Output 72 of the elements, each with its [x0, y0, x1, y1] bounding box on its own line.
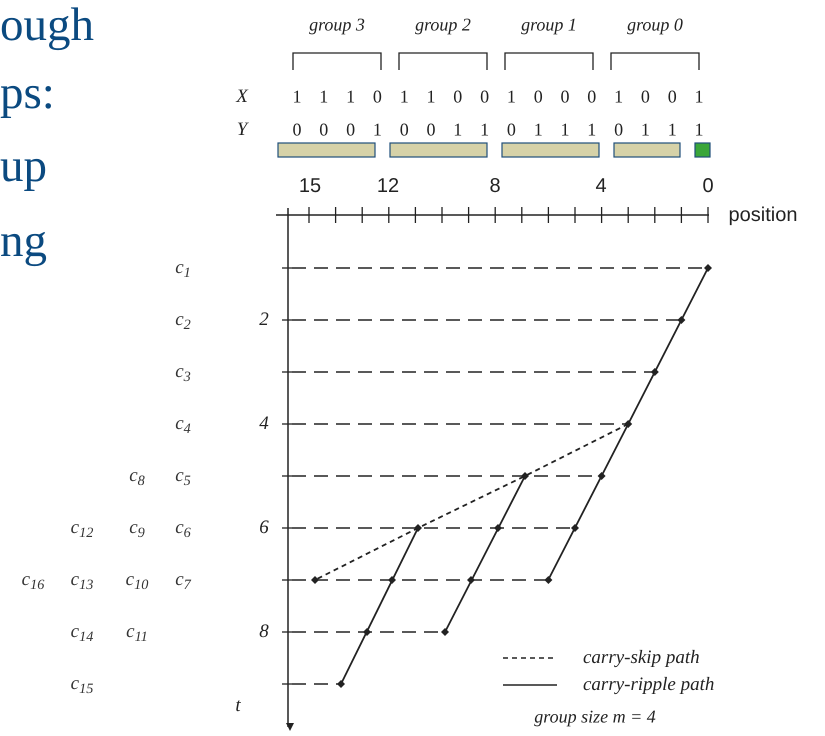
bit-digit: 1: [319, 86, 328, 108]
bit-digit: 0: [534, 86, 543, 108]
time-tick-label: 2: [259, 308, 269, 332]
carry-label: c$_{16}$: [22, 568, 44, 594]
group-label: group 2: [415, 14, 471, 36]
carry-label: c$_{13}$: [70, 568, 94, 594]
carry-label: c$_{4}$: [175, 412, 191, 438]
bit-digit: 1: [453, 118, 462, 142]
time-tick-label: 4: [259, 412, 269, 436]
bit-digit: 1: [346, 86, 356, 108]
bit-digit: 1: [400, 86, 409, 108]
bit-digit: 1: [694, 86, 704, 108]
bit-digit: 1: [560, 118, 570, 142]
carry-label: c$_{5}$: [175, 464, 191, 490]
carry-label: c$_{14}$: [70, 620, 94, 646]
legend-text: carry-skip path: [583, 646, 700, 670]
bit-digit: 0: [453, 86, 462, 108]
position-tick-label: 4: [595, 174, 607, 199]
bit-digit: 1: [614, 86, 624, 108]
group-label: group 3: [309, 14, 365, 36]
bit-digit: 0: [292, 118, 302, 142]
bit-digit: 1: [426, 86, 436, 108]
bit-digit: 0: [614, 118, 624, 142]
carry-label: c$_{7}$: [175, 568, 191, 594]
operand-label: X: [236, 84, 248, 109]
legend-note: group size m = 4: [534, 706, 656, 728]
slide-text-fragment: ough: [0, 2, 94, 49]
bit-digit: 1: [694, 118, 704, 142]
bit-digit: 1: [480, 118, 490, 142]
group-label: group 0: [627, 14, 683, 36]
position-tick-label: 12: [376, 174, 400, 199]
bit-digit: 0: [319, 118, 328, 142]
bit-digit: 0: [372, 86, 382, 108]
group-label: group 1: [521, 14, 577, 36]
position-tick-label: 0: [702, 174, 714, 199]
bit-digit: 0: [346, 118, 356, 142]
carry-label: c$_{15}$: [70, 672, 94, 698]
bit-digit: 1: [587, 118, 596, 142]
bit-digit: 0: [400, 118, 409, 142]
carry-label: c$_{12}$: [70, 516, 94, 542]
slide-text-fragment: ps:: [0, 70, 55, 117]
bit-digit: 0: [506, 118, 516, 142]
bit-digit: 0: [668, 86, 677, 108]
bit-digit: 0: [640, 86, 650, 108]
bit-digit: 0: [480, 86, 490, 108]
slide-text-fragment: up: [0, 143, 47, 190]
position-tick-label: 15: [298, 174, 322, 199]
bit-digit: 1: [640, 118, 650, 142]
carry-label: c$_{6}$: [175, 516, 191, 542]
carry-label: c$_{11}$: [126, 620, 148, 646]
bit-digit: 1: [292, 86, 302, 108]
carry-label: c$_{3}$: [175, 360, 191, 386]
bit-digit: 0: [587, 86, 596, 108]
bit-digit: 0: [560, 86, 570, 108]
time-tick-label: 6: [259, 516, 269, 540]
bit-digit: 0: [426, 118, 436, 142]
carry-label: c$_{10}$: [126, 568, 148, 594]
axis-label: position: [728, 203, 798, 228]
time-tick-label: 8: [259, 620, 269, 644]
legend-text: carry-ripple path: [583, 673, 714, 697]
time-tick-label: t: [235, 694, 241, 718]
slide-text-fragment: ng: [0, 218, 47, 265]
bit-digit: 1: [506, 86, 516, 108]
carry-label: c$_{1}$: [175, 256, 191, 282]
bit-digit: 1: [534, 118, 543, 142]
operand-label: Y: [236, 118, 248, 142]
bit-digit: 1: [372, 118, 382, 142]
carry-label: c$_{2}$: [175, 308, 191, 334]
carry-label: c$_{9}$: [129, 516, 145, 542]
position-tick-label: 8: [489, 174, 501, 199]
bit-digit: 1: [668, 118, 677, 142]
carry-label: c$_{8}$: [129, 464, 145, 490]
